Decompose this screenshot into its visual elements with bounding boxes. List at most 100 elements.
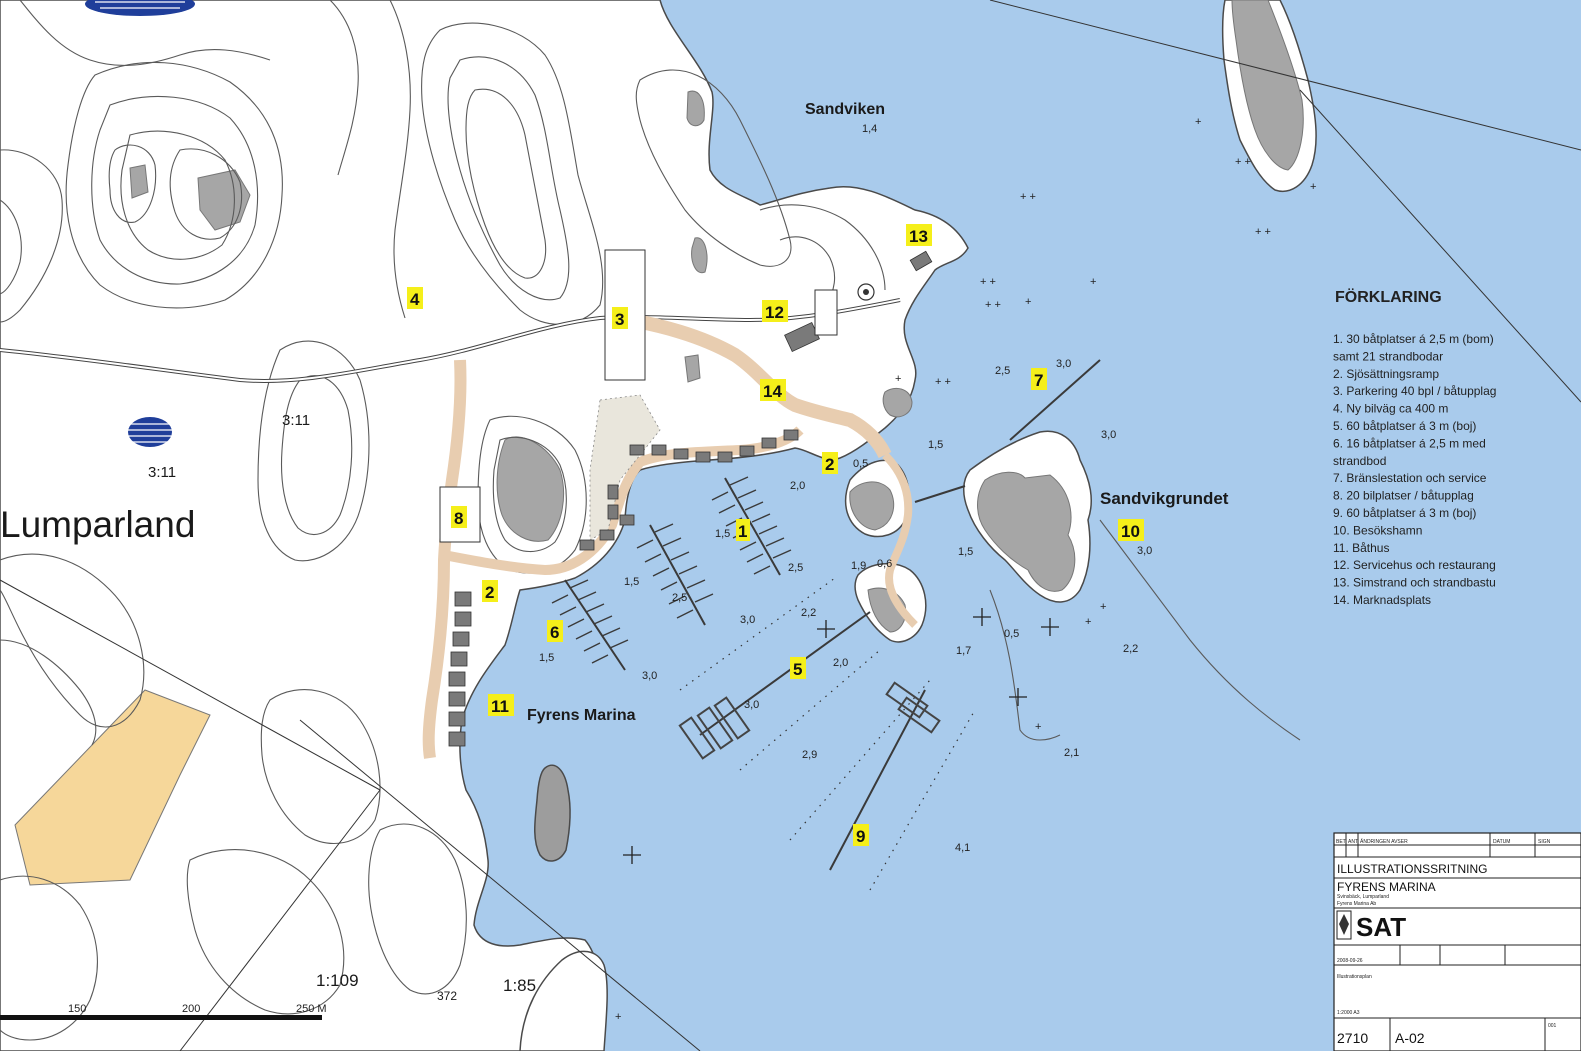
legend-item: 1. 30 båtplatser á 2,5 m (bom): [1333, 332, 1494, 346]
svg-text:+: +: [1195, 116, 1201, 128]
label-6-text: 6: [550, 623, 559, 642]
label-2b-text: 2: [485, 583, 494, 602]
tb-header-bet: BET: [1336, 839, 1346, 845]
svg-text:+: +: [1310, 181, 1316, 193]
depth-value: 1,4: [862, 123, 877, 135]
depth-value: 2,9: [802, 749, 817, 761]
place-sandviken: Sandviken: [805, 101, 885, 118]
legend-title: FÖRKLARING: [1335, 287, 1442, 306]
scale-label-200: 200: [182, 1003, 200, 1015]
depth-value: 3,0: [642, 670, 657, 682]
tb-plan-name: Illustrationsplan: [1337, 974, 1372, 980]
depth-value: 2,0: [833, 657, 848, 669]
land-label-3-11a: 3:11: [282, 412, 310, 429]
scale-bar: 150 200 250 M: [0, 1003, 327, 1020]
place-lumparland: Lumparland: [0, 504, 195, 545]
navigation-marks: [623, 608, 1059, 864]
legend-item: 7. Bränslestation och service: [1333, 471, 1487, 485]
tb-header-sign: SIGN: [1538, 839, 1551, 845]
label-5: 5: [790, 657, 806, 679]
legend-item: 13. Simstrand och strandbastu: [1333, 576, 1496, 590]
legend-item: 12. Servicehus och restaurang: [1333, 558, 1496, 572]
svg-text:+ +: + +: [935, 376, 951, 388]
tb-drawing-no: A-02: [1395, 1030, 1425, 1046]
depth-value: 0,5: [853, 458, 868, 470]
depth-value: 1,7: [956, 645, 971, 657]
label-13-text: 13: [909, 227, 928, 246]
scale-label-150: 150: [68, 1003, 86, 1015]
tb-date: 2008-09-26: [1337, 958, 1363, 964]
fairway-lines: [679, 577, 976, 891]
svg-text:+ +: + +: [1020, 191, 1036, 203]
legend-item: 8. 20 bilplatser / båtupplag: [1333, 489, 1474, 503]
depth-value: 1,5: [715, 528, 730, 540]
mainland: [0, 0, 969, 1051]
scale-label-250: 250 M: [296, 1003, 327, 1015]
svg-text:+: +: [1090, 276, 1096, 288]
label-2a: 2: [822, 452, 838, 474]
depth-value: 1,5: [539, 652, 554, 664]
legend-item: strandbod: [1333, 454, 1386, 468]
tb-scale: 1:2000 A3: [1337, 1010, 1360, 1016]
svg-text:+ +: + +: [1255, 226, 1271, 238]
legend-items: 1. 30 båtplatser á 2,5 m (bom)samt 21 st…: [1333, 332, 1496, 607]
label-14-text: 14: [763, 382, 782, 401]
svg-text:+ +: + +: [1235, 156, 1251, 168]
label-12: 12: [762, 300, 788, 322]
title-block: BET ANT ÄNDRINGEN AVSER DATUM SIGN ILLUS…: [1333, 832, 1581, 1051]
land-label-1-109: 1:109: [316, 971, 359, 990]
tb-drawing-kind: ILLUSTRATIONSSRITNING: [1337, 862, 1487, 876]
svg-text:+: +: [1025, 296, 1031, 308]
depth-value: 3,0: [740, 614, 755, 626]
depth-value: 3,0: [1056, 358, 1071, 370]
legend-item: 3. Parkering 40 bpl / båtupplag: [1333, 384, 1496, 398]
depth-value: 0,6: [877, 558, 892, 570]
legend-item: 4. Ny bilväg ca 400 m: [1333, 402, 1448, 416]
tb-location: Svinsbäck, Lumparland: [1337, 894, 1389, 900]
depth-value: 1,5: [624, 576, 639, 588]
sand-area: [589, 394, 661, 541]
islet-south-west: [534, 764, 571, 862]
depth-value: 3,0: [1101, 429, 1116, 441]
tb-header-ant: ANT: [1348, 839, 1358, 845]
label-7: 7: [1031, 368, 1047, 390]
rock-outcrops: [129, 0, 1304, 633]
depth-value: 2,5: [672, 592, 687, 604]
legend-item: 9. 60 båtplatser á 3 m (boj): [1333, 506, 1476, 520]
label-4-text: 4: [410, 290, 420, 309]
depth-value: 2,2: [801, 607, 816, 619]
legend-item: 5. 60 båtplatser á 3 m (boj): [1333, 419, 1476, 433]
legend-item: 6. 16 båtplatser á 2,5 m med: [1333, 436, 1486, 450]
legend-item: 10. Besökshamn: [1333, 523, 1422, 537]
svg-text:+: +: [1085, 616, 1091, 628]
depth-value: 0,5: [1004, 628, 1019, 640]
tb-client: Fyrens Marina Ab: [1337, 901, 1376, 907]
label-10: 10: [1118, 519, 1144, 541]
label-11-text: 11: [491, 697, 509, 716]
land-label-3-11b: 3:11: [148, 464, 176, 481]
svg-text:+ +: + +: [980, 276, 996, 288]
number-labels: 1 2 2 3 4 5 6 7 8 9 10 11 12 13 14: [407, 224, 1144, 846]
legend-item: 2. Sjösättningsramp: [1333, 367, 1439, 381]
label-9-text: 9: [856, 827, 865, 846]
tb-header-change: ÄNDRINGEN AVSER: [1360, 838, 1408, 845]
svg-text:+: +: [1100, 601, 1106, 613]
tb-project-no: 2710: [1337, 1030, 1368, 1046]
label-6: 6: [547, 620, 563, 642]
depth-value: 4,1: [955, 842, 970, 854]
label-14: 14: [760, 379, 786, 401]
depth-value: 2,0: [790, 480, 805, 492]
label-5-text: 5: [793, 660, 802, 679]
depth-soundings: 1,4 2,5 3,0 3,0 1,5 2,0 0,5 1,5 2,5 1,5 …: [539, 123, 1152, 854]
label-8-text: 8: [454, 509, 463, 528]
svg-text:+: +: [895, 373, 901, 385]
label-8: 8: [451, 506, 467, 528]
place-sandvikgrundet: Sandvikgrundet: [1100, 489, 1229, 508]
rock-marks: + ++ + + ++ + ++ + ++ + ++ ++ ++ +: [615, 116, 1316, 1023]
legend-item: 14. Marknadsplats: [1333, 593, 1431, 607]
label-1-text: 1: [738, 522, 747, 541]
land-label-372: 372: [437, 989, 457, 1003]
label-11: 11: [488, 694, 514, 716]
depth-value: 3,0: [1137, 545, 1152, 557]
